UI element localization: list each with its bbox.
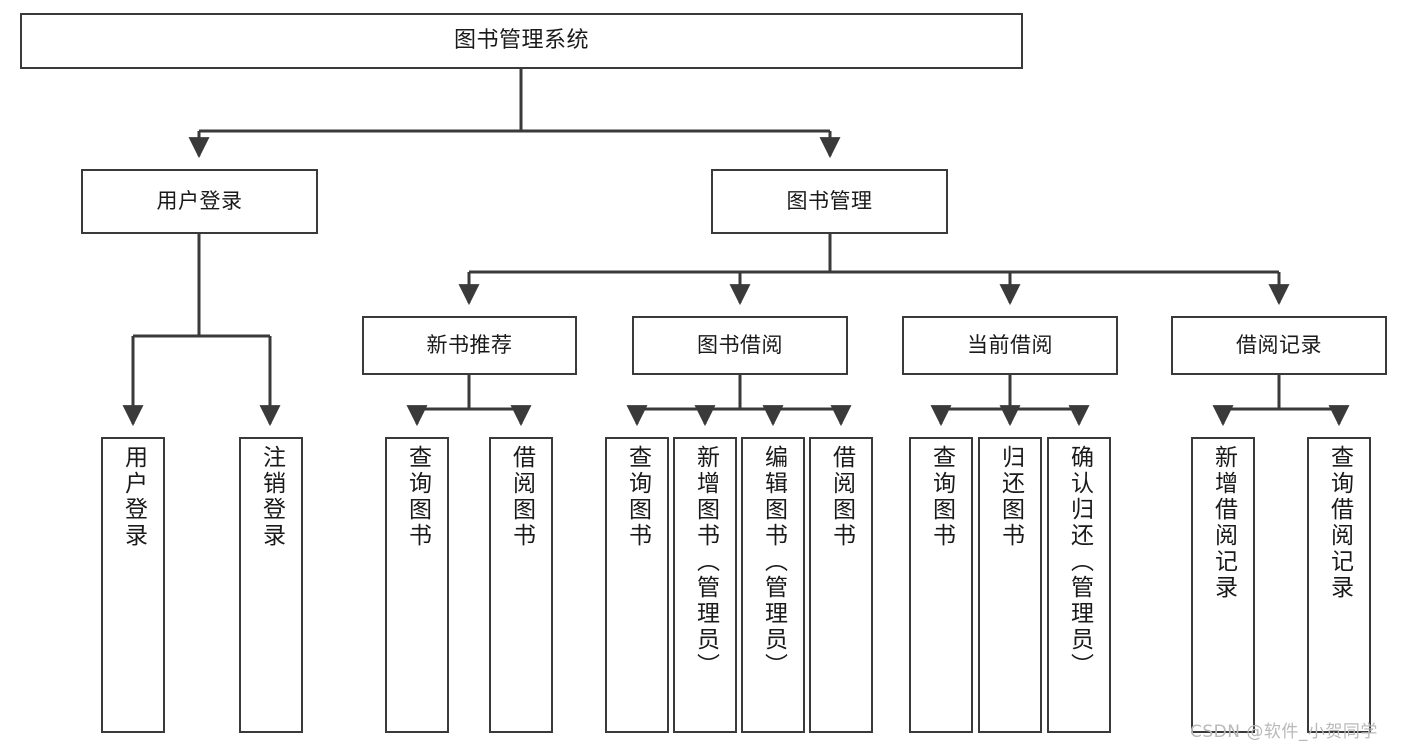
leaf-query-book-recommendation[interactable]: 查询图书 [385, 437, 449, 733]
leaf-query-book-current[interactable]: 查询图书 [909, 437, 973, 733]
leaf-add-book-admin[interactable]: 新增图书（管理员） [673, 437, 737, 733]
node-current-borrowing[interactable]: 当前借阅 [902, 316, 1118, 375]
node-label: 图书管理系统 [453, 27, 589, 53]
leaf-query-book-borrowing[interactable]: 查询图书 [605, 437, 669, 733]
leaf-borrow-book-recommendation[interactable]: 借阅图书 [489, 437, 553, 733]
leaf-add-borrow-record[interactable]: 新增借阅记录 [1191, 437, 1255, 733]
leaf-query-borrow-record[interactable]: 查询借阅记录 [1307, 437, 1371, 733]
leaf-confirm-return-admin[interactable]: 确认归还（管理员） [1047, 437, 1111, 733]
node-book-management[interactable]: 图书管理 [711, 169, 948, 234]
node-user-login[interactable]: 用户登录 [81, 169, 318, 234]
node-borrow-records[interactable]: 借阅记录 [1171, 316, 1387, 375]
node-label: 借阅记录 [1236, 332, 1322, 357]
node-label: 查询图书 [624, 445, 651, 549]
node-label: 新增借阅记录 [1210, 445, 1237, 601]
node-label: 注销登录 [258, 445, 285, 549]
node-label: 图书管理 [786, 188, 873, 213]
node-label: 新增图书（管理员） [692, 445, 719, 679]
node-new-book-recommendation[interactable]: 新书推荐 [362, 316, 577, 375]
node-label: 图书借阅 [697, 332, 783, 357]
node-book-borrowing[interactable]: 图书借阅 [632, 316, 848, 375]
node-label: 查询图书 [928, 445, 955, 549]
node-label: 用户登录 [120, 445, 147, 549]
leaf-user-login[interactable]: 用户登录 [101, 437, 165, 733]
node-label: 归还图书 [997, 445, 1024, 549]
node-label: 查询借阅记录 [1326, 445, 1353, 601]
node-label: 确认归还（管理员） [1066, 445, 1093, 679]
node-label: 编辑图书（管理员） [760, 445, 787, 679]
csdn-watermark: CSDN @软件_小贺同学 [1190, 722, 1378, 742]
node-label: 借阅图书 [828, 445, 855, 549]
leaf-borrow-book[interactable]: 借阅图书 [809, 437, 873, 733]
node-label: 用户登录 [156, 188, 243, 213]
node-label: 查询图书 [404, 445, 431, 549]
leaf-edit-book-admin[interactable]: 编辑图书（管理员） [741, 437, 805, 733]
node-root-system[interactable]: 图书管理系统 [20, 13, 1023, 69]
leaf-logout[interactable]: 注销登录 [239, 437, 303, 733]
leaf-return-book[interactable]: 归还图书 [978, 437, 1042, 733]
node-label: 当前借阅 [967, 332, 1053, 357]
node-label: 新书推荐 [426, 332, 513, 357]
node-label: 借阅图书 [508, 445, 535, 549]
